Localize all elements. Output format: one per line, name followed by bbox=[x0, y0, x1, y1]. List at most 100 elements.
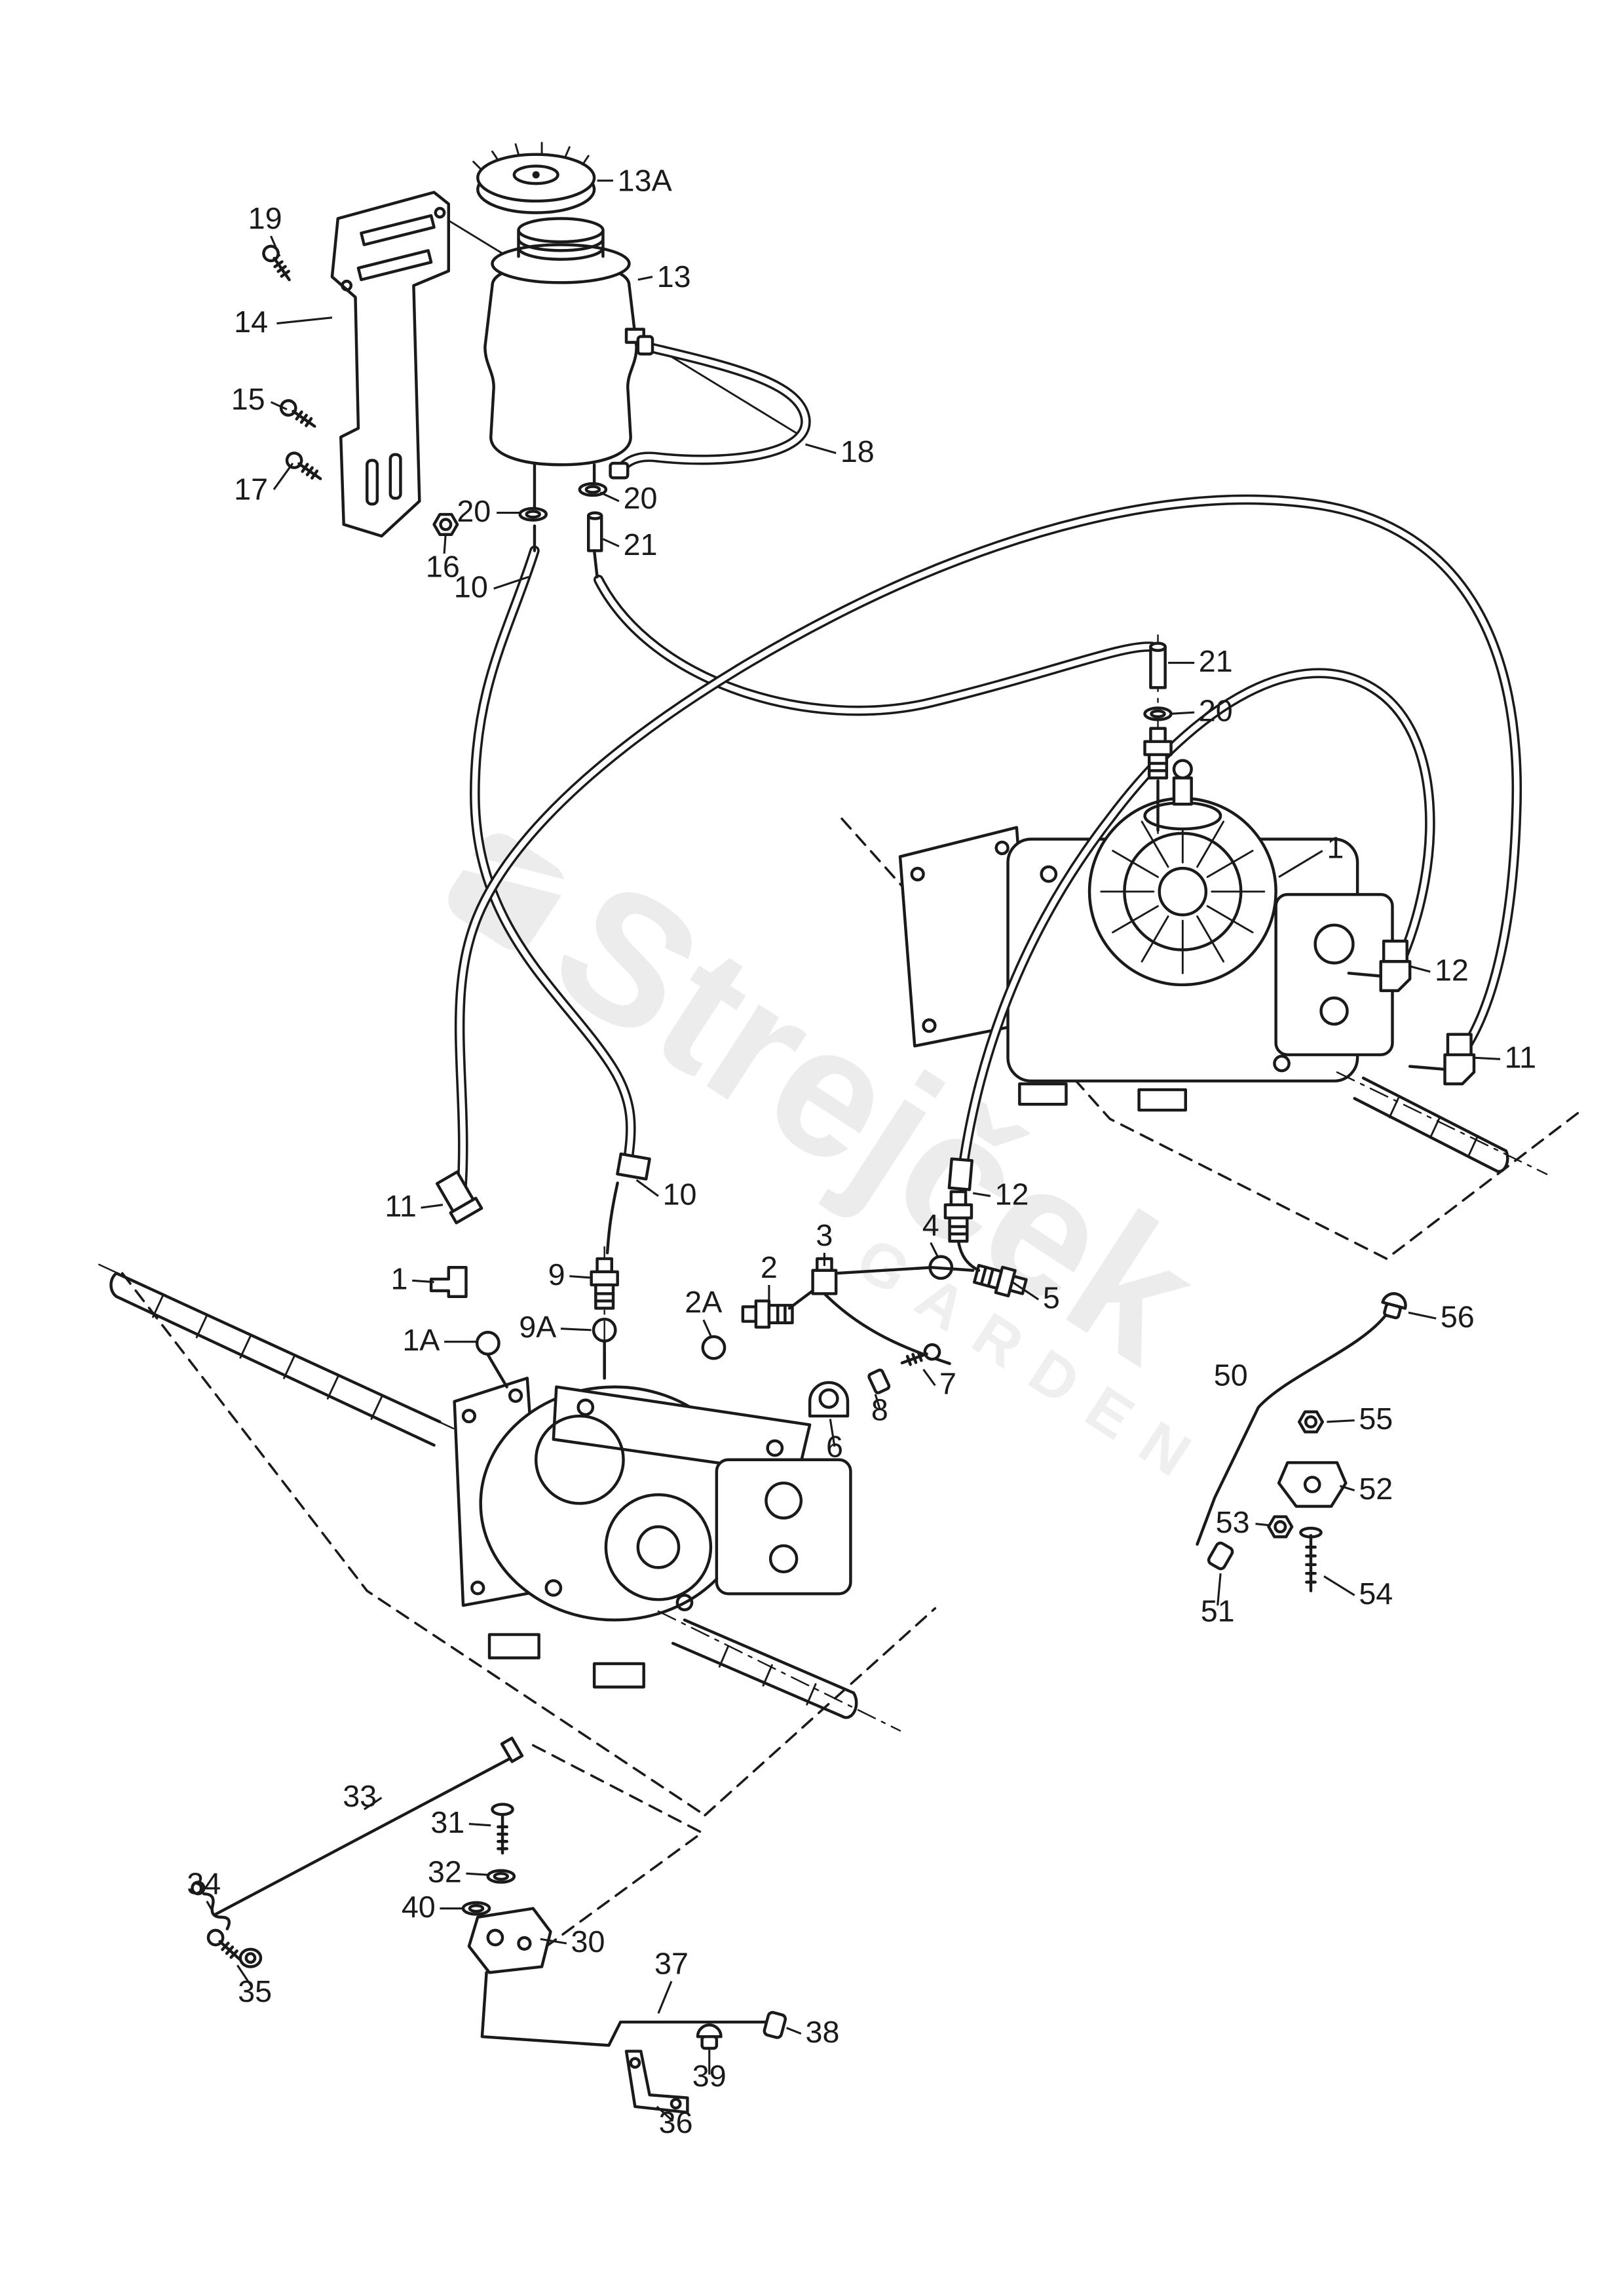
oring-1A bbox=[477, 1332, 499, 1354]
nut-16 bbox=[434, 514, 458, 535]
nut-53 bbox=[1269, 1517, 1293, 1537]
cable-end bbox=[500, 1736, 524, 1763]
callout-55: 55 bbox=[1359, 1402, 1393, 1436]
reservoir-tank bbox=[483, 217, 645, 508]
callout-5: 5 bbox=[1043, 1281, 1060, 1315]
washer-20-left bbox=[520, 508, 546, 520]
callout-1-left: 1 bbox=[391, 1262, 408, 1296]
callout-3: 3 bbox=[816, 1218, 833, 1252]
callout-35: 35 bbox=[238, 1974, 272, 2008]
callout-38: 38 bbox=[805, 2015, 839, 2049]
rod-50 bbox=[1196, 1312, 1388, 1546]
callout-17: 17 bbox=[234, 472, 268, 507]
tube-21-left bbox=[586, 514, 603, 552]
hose-11 bbox=[454, 494, 1522, 1195]
elbow-11-right bbox=[1408, 1033, 1476, 1086]
callout-13A: 13A bbox=[618, 163, 673, 197]
callout-6: 6 bbox=[826, 1429, 843, 1463]
cap-38 bbox=[763, 2012, 786, 2038]
callout-13: 13 bbox=[657, 259, 691, 294]
oring-2A bbox=[703, 1337, 725, 1358]
rod-50-assembly bbox=[1196, 1291, 1408, 1593]
callout-14: 14 bbox=[234, 305, 268, 339]
hose-10 bbox=[470, 545, 636, 1168]
hose-12 bbox=[956, 668, 1435, 1185]
callout-2A: 2A bbox=[685, 1285, 723, 1319]
callout-18: 18 bbox=[840, 434, 875, 469]
washer-32 bbox=[488, 1871, 514, 1883]
bolt-31 bbox=[492, 1805, 512, 1853]
callout-54: 54 bbox=[1359, 1577, 1393, 1611]
callout-12-right: 12 bbox=[1435, 953, 1469, 987]
callout-16: 16 bbox=[426, 549, 460, 583]
cable-33 bbox=[214, 1752, 520, 1916]
screw-19 bbox=[261, 243, 295, 284]
callout-9A: 9A bbox=[519, 1310, 557, 1344]
leader-lines bbox=[206, 180, 1501, 2122]
right-tube-fittings bbox=[1145, 634, 1476, 1086]
reservoir-cap bbox=[472, 142, 596, 214]
banjo-11-left bbox=[435, 1170, 483, 1225]
fitting-right-top bbox=[1145, 729, 1171, 778]
clamp-52 bbox=[1277, 1461, 1348, 1508]
washer-20-lower bbox=[1145, 708, 1171, 720]
elbow-1 bbox=[429, 1266, 468, 1298]
callout-20-lower: 20 bbox=[1199, 694, 1233, 728]
callout-2: 2 bbox=[761, 1250, 778, 1284]
callout-50: 50 bbox=[1214, 1358, 1248, 1392]
cap-51 bbox=[1207, 1541, 1234, 1570]
callout-21-left: 21 bbox=[624, 527, 658, 562]
callout-20-right: 20 bbox=[624, 481, 658, 515]
bracket-30 bbox=[467, 1907, 552, 1974]
callout-10-top: 10 bbox=[454, 570, 488, 604]
elbow-12-right bbox=[1347, 940, 1412, 993]
callout-11-left: 11 bbox=[385, 1189, 416, 1223]
callout-11-right: 11 bbox=[1505, 1041, 1536, 1075]
left-transaxle bbox=[98, 1263, 901, 1732]
callout-30: 30 bbox=[571, 1924, 605, 1959]
right-transaxle bbox=[898, 759, 1548, 1176]
callout-32: 32 bbox=[428, 1855, 462, 1889]
callout-56: 56 bbox=[1441, 1299, 1475, 1333]
callout-36: 36 bbox=[659, 2105, 693, 2139]
nut-55 bbox=[1299, 1412, 1323, 1432]
bolt-54 bbox=[1299, 1527, 1323, 1593]
tank-fittings bbox=[261, 243, 606, 579]
lower-control-assembly bbox=[191, 1736, 786, 2114]
grommet-39 bbox=[698, 2025, 721, 2048]
callout-8: 8 bbox=[871, 1393, 888, 1427]
callout-1-right: 1 bbox=[1327, 831, 1344, 865]
callout-9: 9 bbox=[548, 1257, 565, 1292]
callout-labels: 13A 13 19 14 15 17 16 20 20 21 10 18 21 … bbox=[187, 163, 1536, 2139]
callout-33: 33 bbox=[343, 1779, 377, 1813]
callout-51: 51 bbox=[1201, 1594, 1235, 1628]
washer-40 bbox=[463, 1903, 489, 1915]
fitting-9 bbox=[592, 1259, 618, 1309]
callout-39: 39 bbox=[692, 2059, 727, 2093]
callout-19: 19 bbox=[248, 201, 282, 235]
spacer-8 bbox=[867, 1368, 891, 1394]
callout-4: 4 bbox=[922, 1208, 939, 1242]
bracket-36 bbox=[624, 2050, 689, 2114]
hose-21-run bbox=[594, 575, 1158, 716]
callout-12-mid: 12 bbox=[995, 1177, 1029, 1212]
callout-15: 15 bbox=[231, 382, 265, 416]
screw-15 bbox=[278, 398, 319, 432]
callout-53: 53 bbox=[1216, 1505, 1250, 1539]
spring-34 bbox=[191, 1881, 231, 1930]
hose-18 bbox=[609, 335, 811, 480]
bolt-35 bbox=[205, 1927, 244, 1964]
callout-40: 40 bbox=[402, 1890, 436, 1924]
callout-52: 52 bbox=[1359, 1472, 1393, 1506]
fitting-2 bbox=[743, 1301, 793, 1327]
callout-10-mid: 10 bbox=[663, 1177, 697, 1212]
callout-34: 34 bbox=[187, 1866, 221, 1900]
callout-31: 31 bbox=[430, 1805, 464, 1839]
callout-7: 7 bbox=[939, 1367, 956, 1401]
callout-1A: 1A bbox=[402, 1323, 440, 1357]
ferrule-10 bbox=[616, 1152, 651, 1181]
tube-21-right bbox=[1149, 645, 1167, 689]
callout-37: 37 bbox=[654, 1947, 689, 1981]
rod-37 bbox=[480, 1971, 768, 2047]
